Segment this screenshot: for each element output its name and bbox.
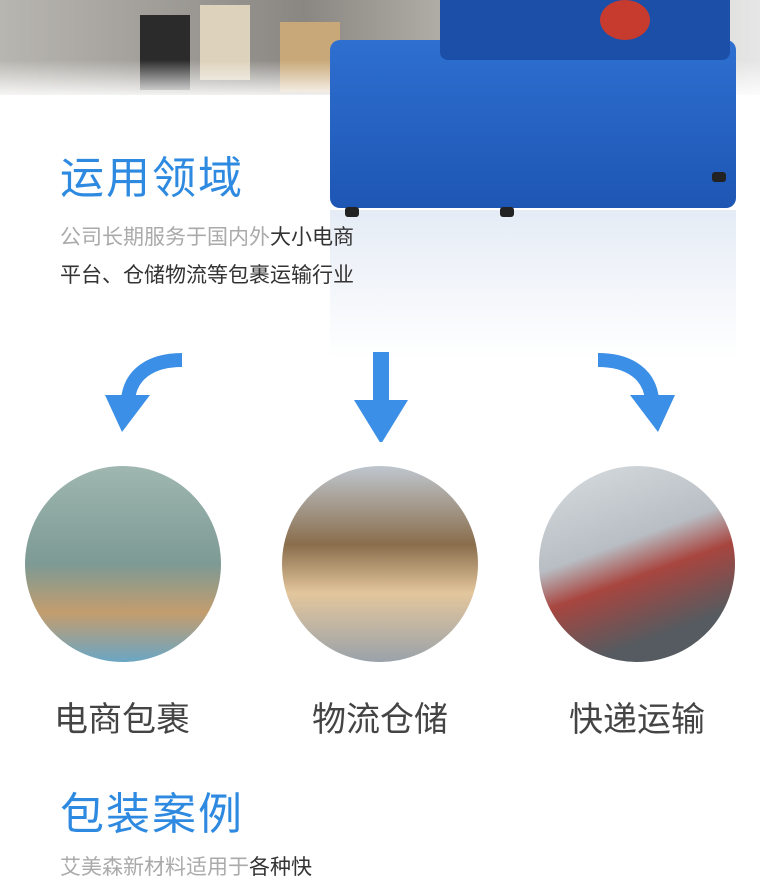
category-label: 物流仓储 [312, 700, 448, 740]
section-title: 运用领域 [60, 153, 244, 204]
machine-foot [500, 207, 514, 217]
warehouse-logistics-photo [282, 466, 478, 662]
machine-foot [712, 172, 726, 182]
packaging-machine-image [330, 40, 736, 208]
machine-wheel [600, 0, 650, 40]
curved-arrow-down-left-icon [105, 353, 183, 432]
desc-grey: 公司长期服务于国内外 [60, 225, 270, 249]
section-description: 公司长期服务于国内外大小电商平台、仓储物流等包裹运输行业 [60, 218, 360, 294]
machine-foot [345, 207, 359, 217]
express-transport-photo [539, 466, 735, 662]
ecommerce-parcel-photo [25, 466, 221, 662]
desc-dark: 大小电商平台、仓储物流等包裹运输行业 [60, 225, 354, 287]
machine-top [440, 0, 730, 60]
category-label: 快递运输 [569, 700, 705, 740]
desc-dark: 各种快 [249, 855, 312, 879]
desc-grey: 艾美森新材料适用于 [60, 855, 249, 879]
arrow-down-icon [354, 352, 408, 442]
section-title: 包装案例 [60, 789, 244, 840]
category-label: 电商包裹 [54, 700, 190, 740]
curved-arrow-down-right-icon [597, 353, 675, 432]
section-description: 艾美森新材料适用于各种快 [60, 848, 360, 886]
machine-reflection [330, 210, 736, 360]
